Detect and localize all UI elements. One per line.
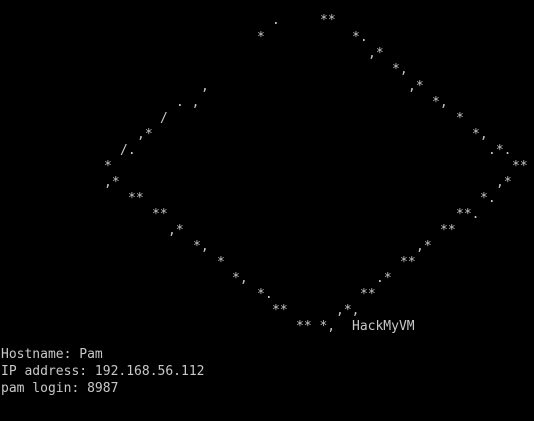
ascii-art-fragment: *, [432, 95, 448, 110]
ascii-art-fragment: *, [392, 62, 408, 77]
ascii-art-fragment: .*. [488, 143, 512, 158]
ascii-art-fragment: *. [352, 30, 368, 45]
ascii-art-fragment: ,*, [336, 303, 360, 318]
ascii-art-fragment: **. [456, 207, 480, 222]
ascii-art-fragment: ** [440, 223, 456, 238]
ascii-art-fragment: * [217, 255, 225, 270]
ascii-art-fragment: / [160, 111, 168, 126]
ascii-art-fragment: * [456, 111, 464, 126]
ascii-art-fragment: /. [120, 143, 136, 158]
ascii-art-fragment: *. [480, 191, 496, 206]
console-info-block: Hostname: Pam IP address: 192.168.56.112… [1, 346, 205, 397]
ascii-art-fragment: ** [400, 255, 416, 270]
ascii-art-fragment: ** [128, 191, 144, 206]
ascii-art-fragment: . [272, 13, 280, 28]
ascii-art-fragment: ** [320, 13, 336, 28]
login-prompt-line[interactable]: pam login: 8987 [1, 381, 119, 396]
ascii-art-fragment: ,* [137, 127, 153, 142]
ascii-art-fragment: ** [152, 207, 168, 222]
ascii-art-fragment: ** [360, 287, 376, 302]
ascii-art-fragment: . , [176, 95, 200, 110]
ascii-art-fragment: ,* [104, 175, 120, 190]
ascii-art-fragment: *. [257, 287, 273, 302]
ascii-art-fragment: *, [232, 271, 248, 286]
ascii-art-fragment: * [104, 159, 112, 174]
hostname-line: Hostname: Pam [1, 347, 103, 362]
ascii-art-fragment: * [257, 30, 265, 45]
ascii-art-fragment: *, [472, 127, 488, 142]
ascii-art-fragment: HackMyVM [352, 319, 415, 334]
ascii-art-fragment: ,* [408, 79, 424, 94]
ascii-art-fragment: .* [376, 271, 392, 286]
ascii-art-fragment: ** [272, 303, 288, 318]
ascii-art-fragment: ,* [496, 175, 512, 190]
ip-address-line: IP address: 192.168.56.112 [1, 364, 205, 379]
ascii-art-fragment: ,* [416, 239, 432, 254]
ascii-art-fragment: ,* [368, 46, 384, 61]
ascii-art-fragment: , [201, 79, 209, 94]
ascii-art-fragment: ** *, [296, 319, 336, 334]
ascii-art-fragment: ** [512, 159, 528, 174]
ascii-art-fragment: *, [193, 239, 209, 254]
ascii-art-fragment: ,* [168, 223, 184, 238]
